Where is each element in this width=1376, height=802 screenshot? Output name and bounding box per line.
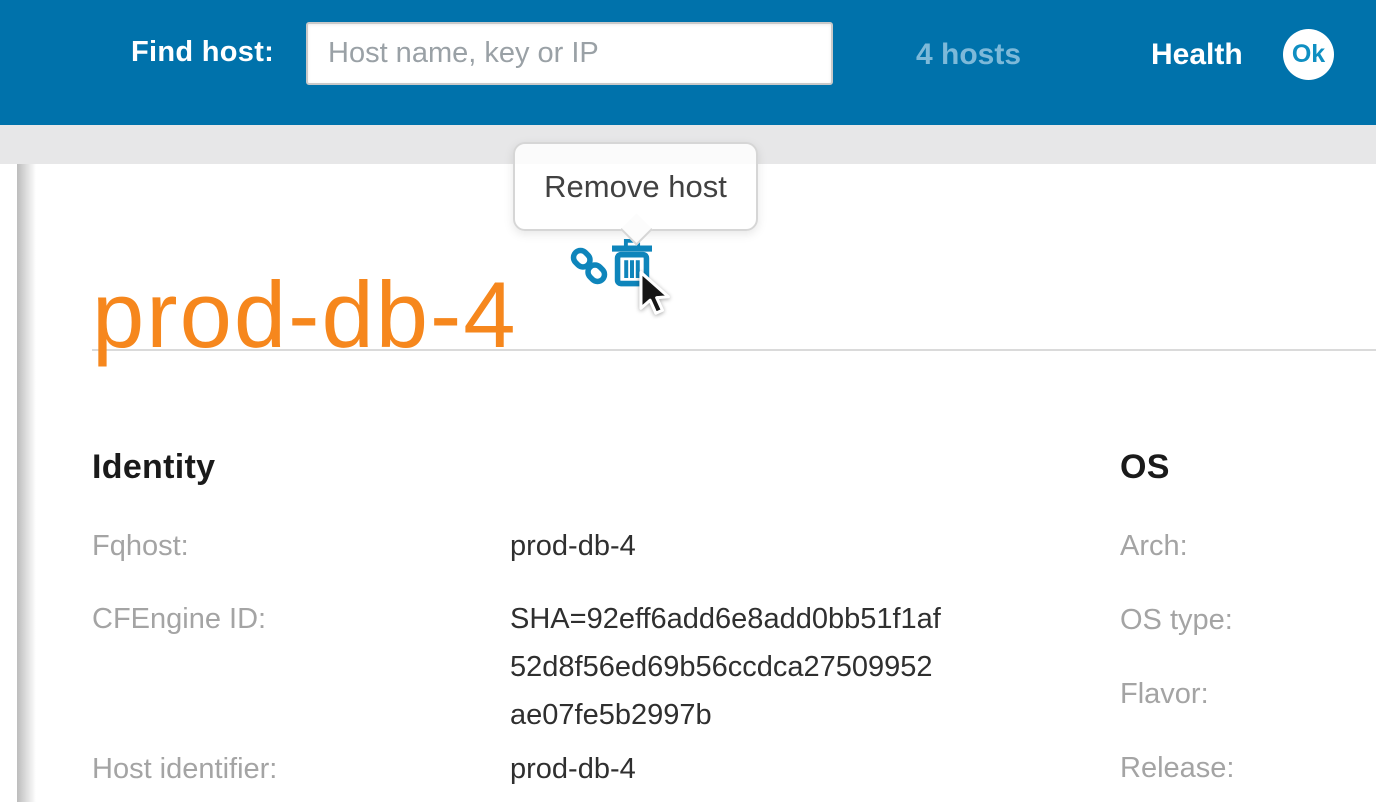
host-link-button[interactable] [569,246,609,286]
identity-section-title: Identity [92,448,216,486]
field-label: Release: [1120,752,1235,784]
host-title: prod-db-4 [92,261,518,367]
tooltip-text: Remove host [544,168,727,204]
field-label: Host identifier: [92,753,278,785]
identity-row-host-identifier: Host identifier: prod-db-4 [92,745,1052,793]
find-host-label: Find host: [131,36,275,68]
field-label: OS type: [1120,604,1233,636]
hosts-count-link[interactable]: 4 hosts [916,38,1022,71]
field-value: prod-db-4 [510,530,636,562]
os-row-flavor: Flavor: [1120,670,1376,718]
link-icon [570,247,608,285]
field-label: Flavor: [1120,678,1209,710]
field-label: Arch: [1120,530,1188,562]
os-row-release: Release: [1120,744,1376,792]
remove-host-tooltip: Remove host [513,142,758,246]
host-search-input[interactable] [306,22,833,85]
identity-row-cfengine-id: CFEngine ID: SHA=92eff6add6e8add0bb51f1a… [92,595,1052,739]
field-label: Fqhost: [92,530,189,562]
os-rows: Arch: OS type: Flavor: Release: [1120,522,1376,802]
section-divider [92,349,1376,351]
field-value: SHA=92eff6add6e8add0bb51f1af 52d8f56ed69… [510,603,941,731]
identity-row-fqhost: Fqhost: prod-db-4 [92,522,1052,570]
health-label: Health [1151,38,1243,71]
health-status-badge[interactable]: Ok [1283,29,1334,80]
identity-rows: Fqhost: prod-db-4 CFEngine ID: SHA=92eff… [92,522,1052,802]
os-section-title: OS [1120,448,1170,486]
field-label: CFEngine ID: [92,603,267,635]
content-panel-shadow [17,164,36,802]
cursor-icon [639,271,670,315]
app-header: Find host: 4 hosts Health Ok [0,0,1376,125]
os-row-os-type: OS type: [1120,596,1376,644]
os-row-arch: Arch: [1120,522,1376,570]
field-value: prod-db-4 [510,753,636,785]
